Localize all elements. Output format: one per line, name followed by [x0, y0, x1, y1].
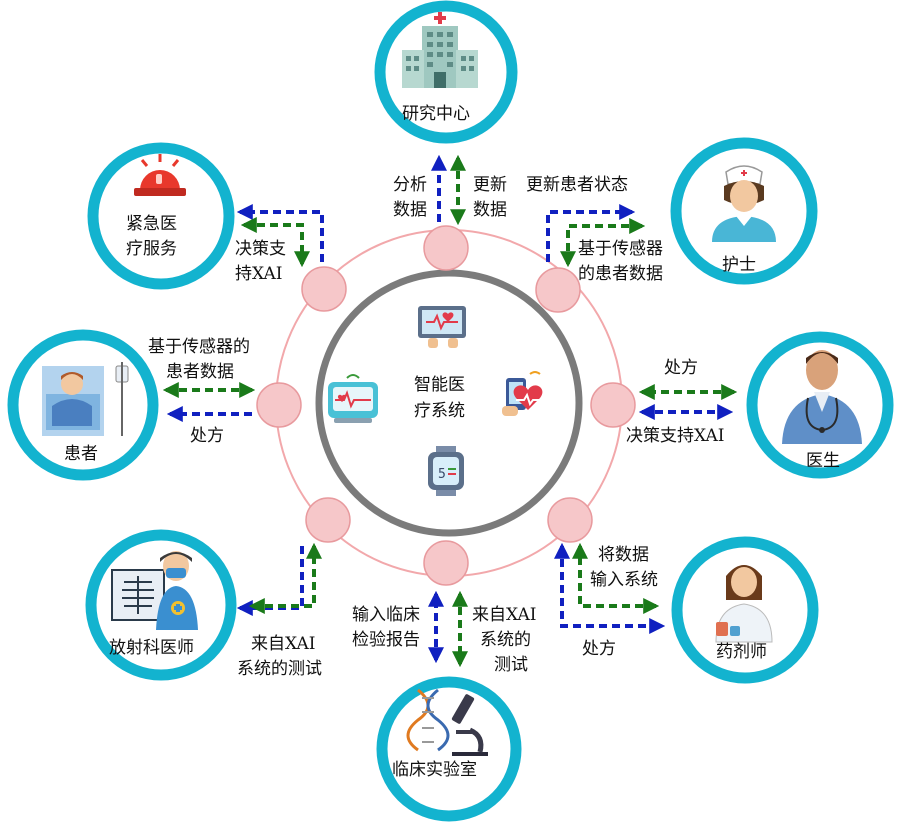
doctor-avatar-icon [782, 350, 862, 444]
label-update-line2: 数据 [473, 200, 507, 220]
label-sensor-patient-line2: 患者数据 [166, 362, 234, 382]
label-sensor-patient-line1: 基于传感器的 [148, 337, 250, 357]
node-patient[interactable]: 患者 [7, 329, 159, 481]
node-label-nurse: 护士 [722, 255, 756, 275]
label-analysis-line2: 数据 [393, 200, 427, 220]
hub-node-top-left [301, 266, 347, 312]
label-update-line1: 更新 [473, 175, 507, 195]
hub-node-top-right [535, 267, 581, 313]
label-test-lab-line2: 系统的 [480, 630, 531, 650]
hospital-building-icon [402, 12, 478, 88]
label-decision-emergency-line2: 持XAI [235, 264, 283, 284]
hub-node-left [256, 382, 302, 428]
label-prescription-doctor: 处方 [664, 358, 698, 378]
label-analysis-line1: 分析 [393, 175, 427, 195]
arrow-hub-to-nurse [546, 204, 636, 262]
node-doctor[interactable]: 医生 [746, 331, 894, 479]
svg-text:5: 5 [438, 467, 446, 482]
arrow-hub-to-emergency [236, 204, 324, 262]
phone-heart-icon [502, 371, 545, 416]
arrow-radiologist-to-hub [248, 542, 322, 614]
label-input-pharmacist-line2: 输入系统 [590, 570, 658, 590]
node-research-center[interactable]: 研究中心 [374, 0, 518, 144]
center-label-line2: 疗系统 [414, 401, 465, 421]
node-label-pharmacist: 药剂师 [716, 642, 767, 662]
label-input-pharmacist-line1: 将数据 [598, 545, 649, 565]
node-radiologist[interactable]: 放射科医师 [85, 529, 237, 681]
node-label-lab: 临床实验室 [392, 760, 477, 780]
arrow-emergency-to-hub [240, 217, 310, 268]
node-label-doctor: 医生 [806, 451, 840, 471]
node-clinical-lab[interactable]: 临床实验室 [376, 676, 522, 822]
label-update-patient-status: 更新患者状态 [526, 175, 628, 195]
tablet-monitor-icon [418, 306, 466, 348]
label-test-radiologist-line2: 系统的测试 [237, 659, 322, 679]
label-test-lab-line3: 测试 [494, 655, 528, 675]
dna-microscope-icon [406, 688, 488, 756]
siren-icon [134, 154, 186, 196]
center-ring [315, 269, 583, 537]
label-prescription-patient: 处方 [190, 426, 224, 446]
node-label-patient: 患者 [64, 444, 98, 464]
patient-in-bed-icon [42, 362, 129, 436]
hub-node-bottom [423, 540, 469, 586]
arrow-hub-to-radiologist [236, 546, 304, 616]
hub-node-right [590, 382, 636, 428]
arrow-hub-to-pharmacist [554, 542, 666, 634]
heart-monitor-device-icon [328, 374, 378, 423]
pharmacist-avatar-icon [715, 565, 773, 643]
hub-node-top [423, 225, 469, 271]
node-label-research: 研究中心 [402, 104, 470, 124]
radiologist-xray-icon [111, 551, 198, 630]
label-prescription-pharmacist: 处方 [582, 639, 616, 659]
hub-nodes [256, 225, 636, 586]
label-decision-emergency-line1: 决策支 [235, 239, 286, 259]
hub-node-bottom-left [305, 497, 351, 543]
label-test-lab-line1: 来自XAI [472, 605, 537, 625]
node-nurse[interactable]: 护士 [670, 137, 818, 285]
label-input-lab-line1: 输入临床 [352, 605, 420, 625]
node-label-emergency-line1: 紧急医 [126, 214, 177, 234]
label-sensor-nurse-line1: 基于传感器 [578, 239, 663, 259]
center-label-line1: 智能医 [414, 375, 465, 395]
node-label-radiologist: 放射科医师 [109, 638, 194, 658]
label-decision-doctor: 决策支持XAI [626, 426, 725, 446]
nurse-avatar-icon [712, 165, 776, 242]
label-sensor-nurse-line2: 的患者数据 [578, 264, 663, 284]
label-test-radiologist-line1: 来自XAI [251, 634, 316, 654]
smartwatch-icon: 5 [428, 446, 464, 496]
node-label-emergency-line2: 疗服务 [126, 239, 177, 259]
node-emergency-services[interactable]: 紧急医 疗服务 [87, 142, 235, 290]
node-pharmacist[interactable]: 药剂师 [671, 536, 819, 684]
label-input-lab-line2: 检验报告 [352, 630, 420, 650]
hub-node-bottom-right [547, 497, 593, 543]
